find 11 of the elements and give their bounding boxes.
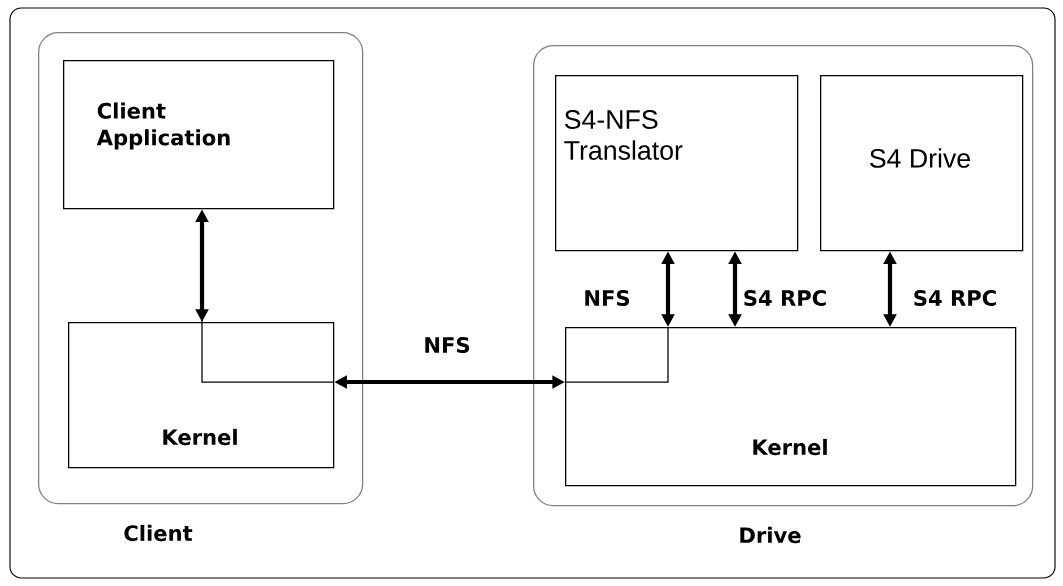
edge-label: S4 RPC (741, 288, 829, 308)
node-label: Client (124, 524, 193, 542)
kernel-box: Kernel (68, 322, 335, 469)
kernel-box: Kernel (565, 327, 1017, 487)
node-label: Drive (740, 526, 801, 544)
application-box: Client Application (63, 60, 335, 210)
edge-label: S4 RPC (911, 288, 999, 308)
edge-label: NFS (582, 288, 633, 308)
drive-box: S4 Drive (820, 75, 1024, 252)
translator-box: S4-NFS Translator (555, 75, 799, 252)
edge-label: NFS (422, 335, 473, 355)
